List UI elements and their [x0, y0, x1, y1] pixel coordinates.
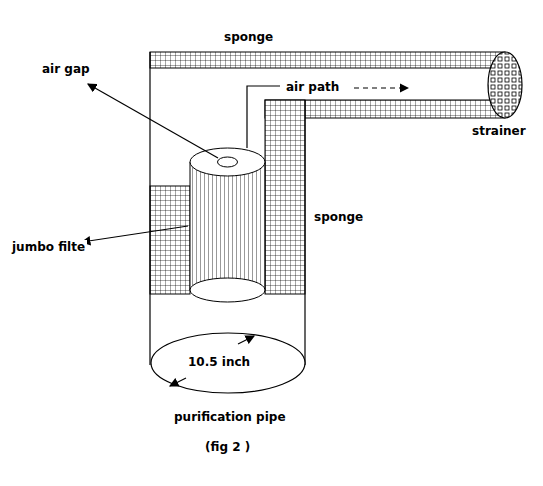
- jumbo-filter: [190, 148, 265, 302]
- part-label: sponge: [312, 210, 365, 224]
- part-label: sponge: [222, 30, 275, 44]
- pipe-outline: [150, 52, 305, 393]
- part-label: jumbo filte: [10, 240, 87, 254]
- part-label: air path: [284, 80, 341, 94]
- leader-lines: [82, 84, 408, 386]
- part-label: purification pipe: [172, 410, 288, 424]
- part-label: air gap: [40, 62, 92, 76]
- dimension-label: 10.5 inch: [186, 355, 252, 369]
- sponge-top-band: [150, 52, 505, 118]
- sponge-sides: [150, 100, 305, 294]
- part-label: strainer: [470, 124, 528, 138]
- figure-caption: (fig 2 ): [203, 440, 252, 454]
- strainer: [488, 52, 522, 118]
